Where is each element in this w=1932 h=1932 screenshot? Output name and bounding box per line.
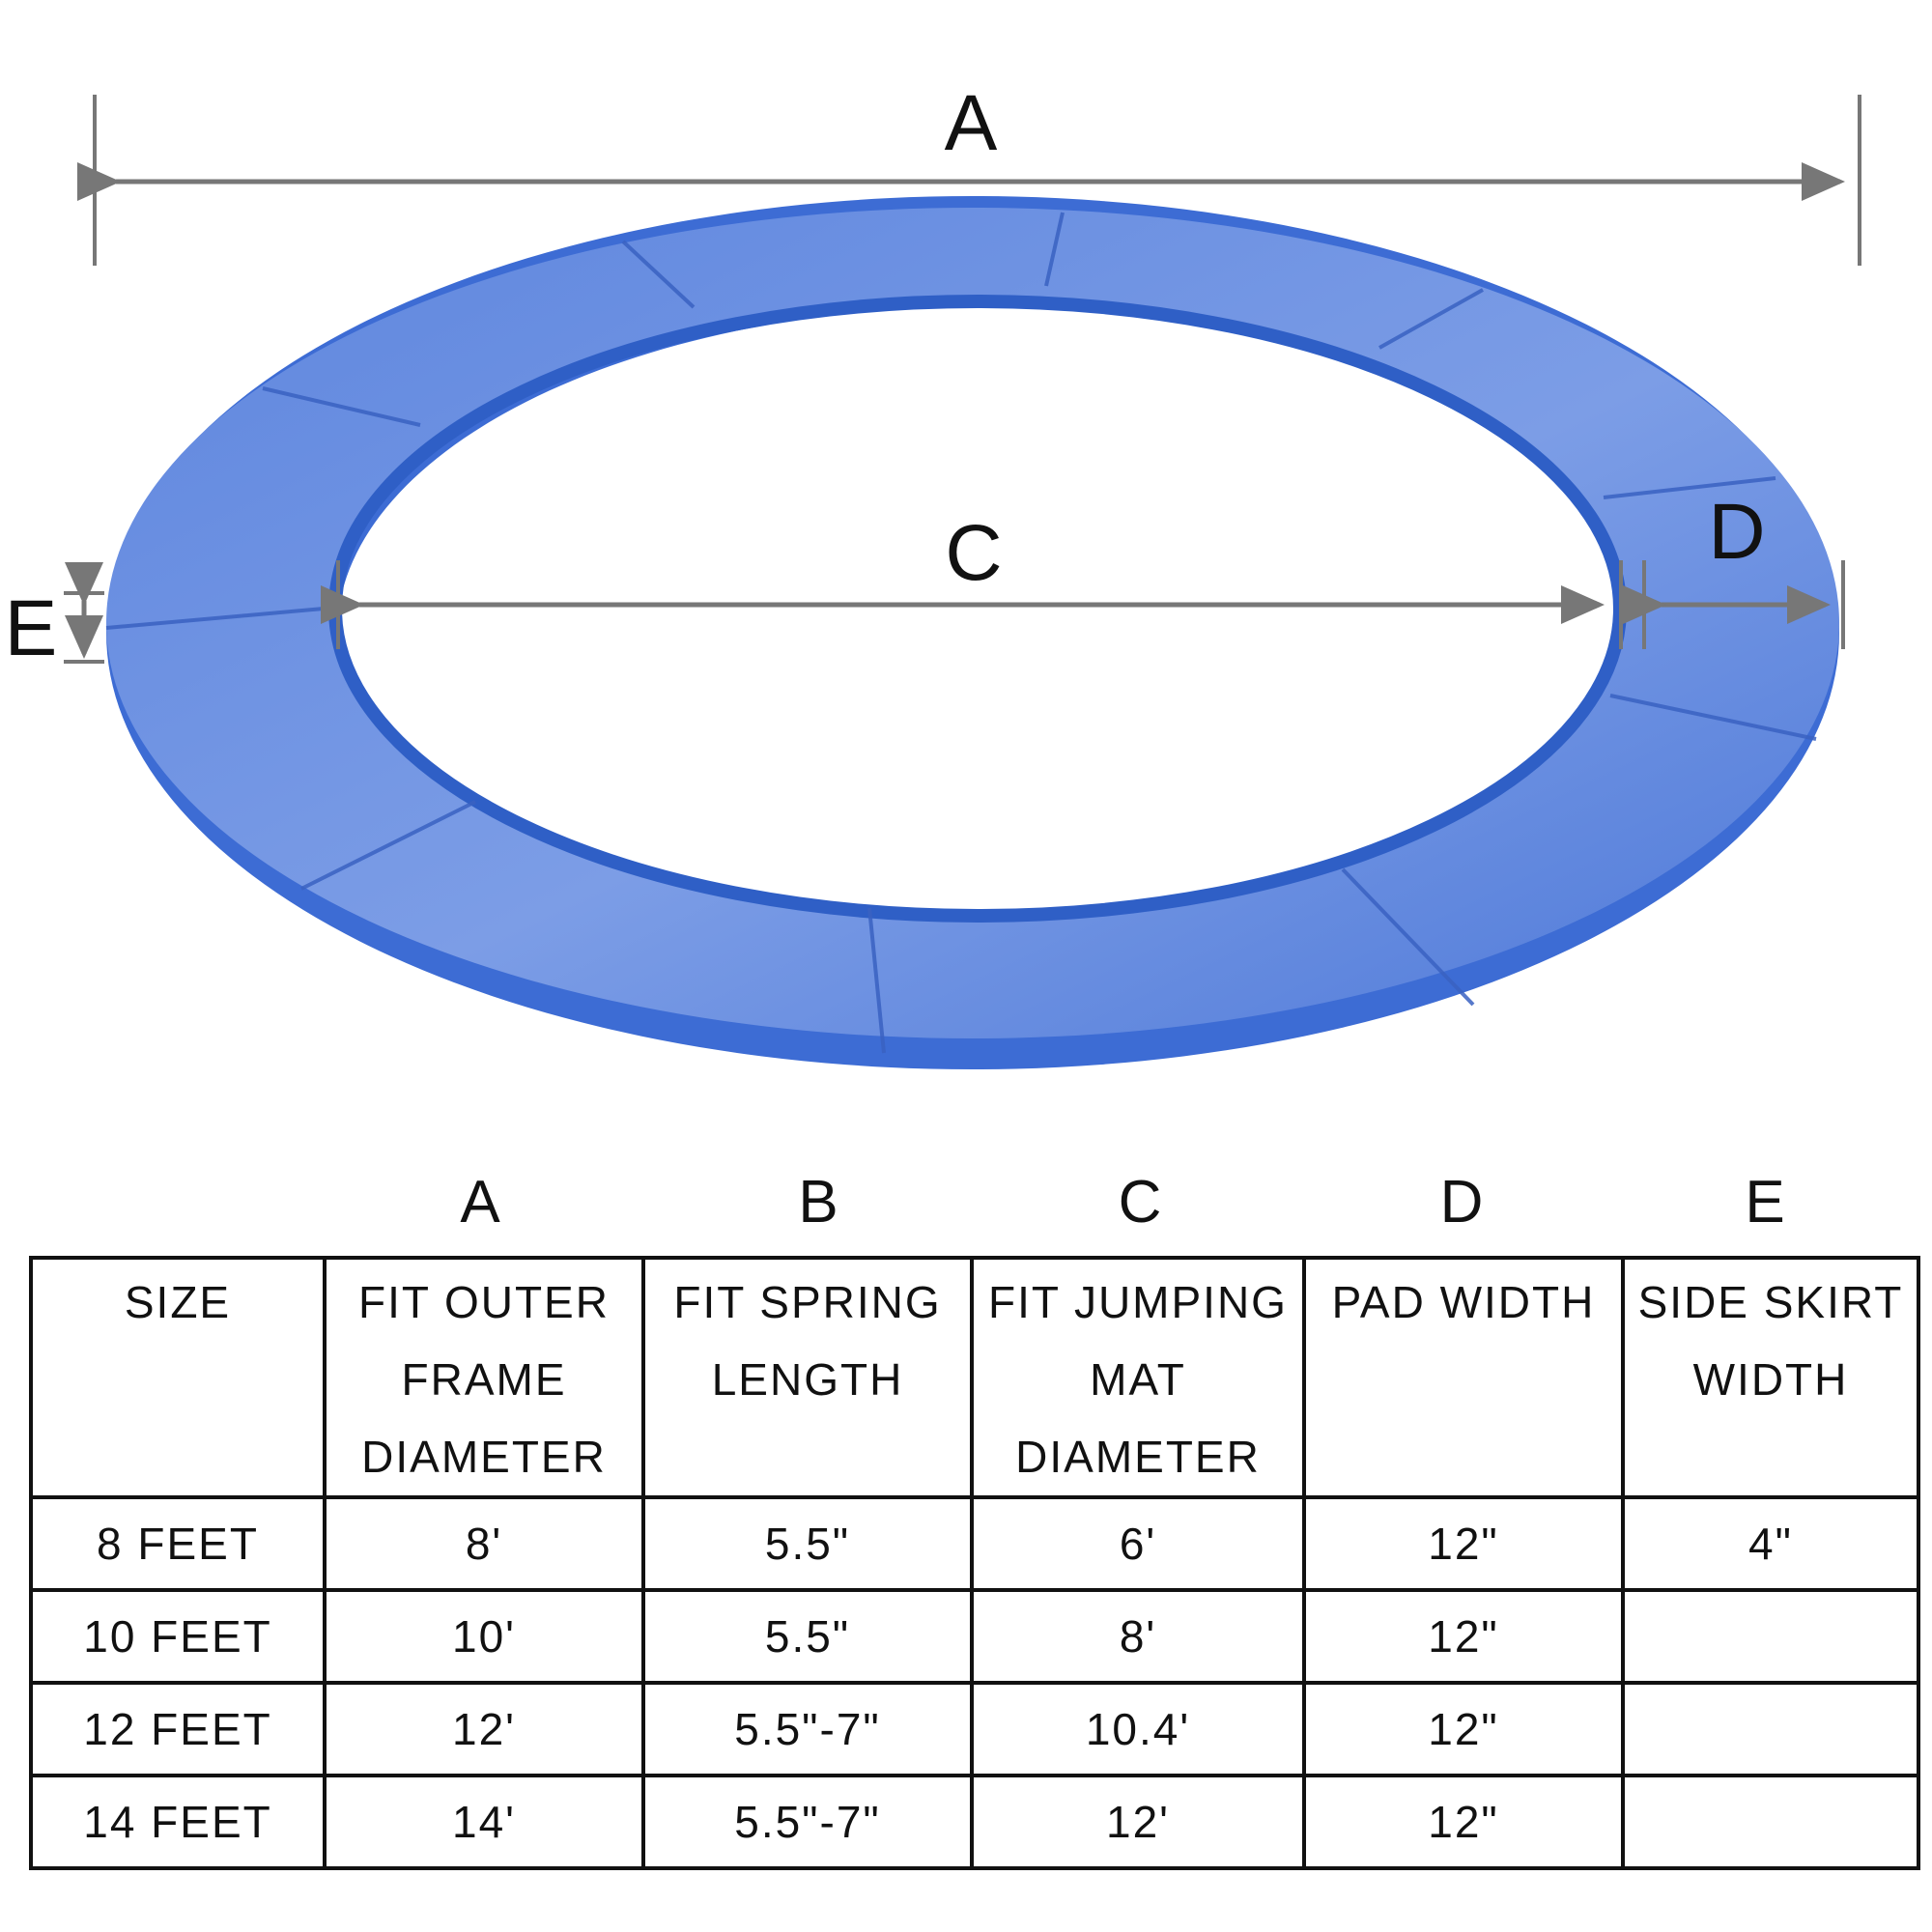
column-letter-e: E — [1745, 1169, 1785, 1236]
header-c-line: MAT — [1090, 1354, 1186, 1405]
cell-outer-frame: 14' — [323, 1774, 645, 1870]
cell-mat-diameter: 8' — [970, 1588, 1306, 1685]
dimension-a-label: A — [945, 79, 998, 167]
cell-outer-frame: 12' — [323, 1681, 645, 1777]
cell-spring-length: 5.5"-7" — [641, 1681, 974, 1777]
header-a-line: DIAMETER — [361, 1432, 607, 1482]
cell-size: 12 FEET — [29, 1681, 327, 1777]
dimension-e-label: E — [5, 584, 58, 672]
table-row: 8 FEET 8' 5.5" 6' 12" 4" — [29, 1495, 1920, 1592]
cell-pad-width: 12" — [1302, 1774, 1625, 1870]
dimension-d-label: D — [1708, 488, 1765, 576]
cell-spring-length: 5.5" — [641, 1588, 974, 1685]
cell-size: 14 FEET — [29, 1774, 327, 1870]
cell-skirt-width — [1621, 1588, 1920, 1685]
dimension-c: C — [321, 509, 1623, 649]
header-a-line: FRAME — [401, 1354, 567, 1405]
cell-spring-length: 5.5" — [641, 1495, 974, 1592]
cell-outer-frame: 10' — [323, 1588, 645, 1685]
header-spring-length: FIT SPRING LENGTH — [641, 1256, 974, 1499]
dimension-a: A — [77, 79, 1861, 266]
header-c-line: FIT JUMPING — [988, 1277, 1288, 1327]
pad-inner-rim — [328, 295, 1627, 923]
header-side-skirt-width: SIDE SKIRT WIDTH — [1621, 1256, 1920, 1499]
column-letter-d: D — [1439, 1169, 1484, 1236]
dimension-d: D — [1623, 488, 1845, 649]
cell-spring-length: 5.5"-7" — [641, 1774, 974, 1870]
trampoline-pad-diagram: A C D E — [5, 79, 1861, 1069]
header-a-line: FIT OUTER — [358, 1277, 610, 1327]
header-size: SIZE — [29, 1256, 327, 1499]
column-letter-a: A — [460, 1169, 500, 1236]
header-size-line: SIZE — [124, 1277, 232, 1327]
header-jumping-mat-diameter: FIT JUMPING MAT DIAMETER — [970, 1256, 1306, 1499]
cell-pad-width: 12" — [1302, 1588, 1625, 1685]
header-b-line: FIT SPRING — [673, 1277, 942, 1327]
header-outer-frame-diameter: FIT OUTER FRAME DIAMETER — [323, 1256, 645, 1499]
cell-skirt-width — [1621, 1774, 1920, 1870]
pad-seams — [105, 212, 1817, 1054]
header-pad-width: PAD WIDTH — [1302, 1256, 1625, 1499]
table-header-row: SIZE FIT OUTER FRAME DIAMETER FIT SPRING… — [29, 1256, 1920, 1499]
column-letter-b: B — [798, 1169, 838, 1236]
size-spec-table: SIZE FIT OUTER FRAME DIAMETER FIT SPRING… — [29, 1256, 1920, 1870]
cell-mat-diameter: 6' — [970, 1495, 1306, 1592]
header-e-line: SIDE SKIRT — [1637, 1277, 1904, 1327]
header-b-line: LENGTH — [711, 1354, 904, 1405]
cell-skirt-width: 4" — [1621, 1495, 1920, 1592]
cell-size: 10 FEET — [29, 1588, 327, 1685]
header-d-line: PAD WIDTH — [1331, 1277, 1596, 1327]
header-e-line: WIDTH — [1692, 1354, 1849, 1405]
cell-mat-diameter: 10.4' — [970, 1681, 1306, 1777]
dimension-e: E — [5, 562, 104, 672]
dimension-c-label: C — [945, 509, 1002, 597]
column-letter-c: C — [1118, 1169, 1162, 1236]
header-c-line: DIAMETER — [1015, 1432, 1261, 1482]
table-row: 10 FEET 10' 5.5" 8' 12" — [29, 1588, 1920, 1685]
cell-mat-diameter: 12' — [970, 1774, 1306, 1870]
cell-skirt-width — [1621, 1681, 1920, 1777]
cell-pad-width: 12" — [1302, 1681, 1625, 1777]
table-row: 14 FEET 14' 5.5"-7" 12' 12" — [29, 1774, 1920, 1870]
cell-pad-width: 12" — [1302, 1495, 1625, 1592]
cell-outer-frame: 8' — [323, 1495, 645, 1592]
column-letters: A B C D E — [0, 1164, 1932, 1241]
cell-size: 8 FEET — [29, 1495, 327, 1592]
table-row: 12 FEET 12' 5.5"-7" 10.4' 12" — [29, 1681, 1920, 1777]
